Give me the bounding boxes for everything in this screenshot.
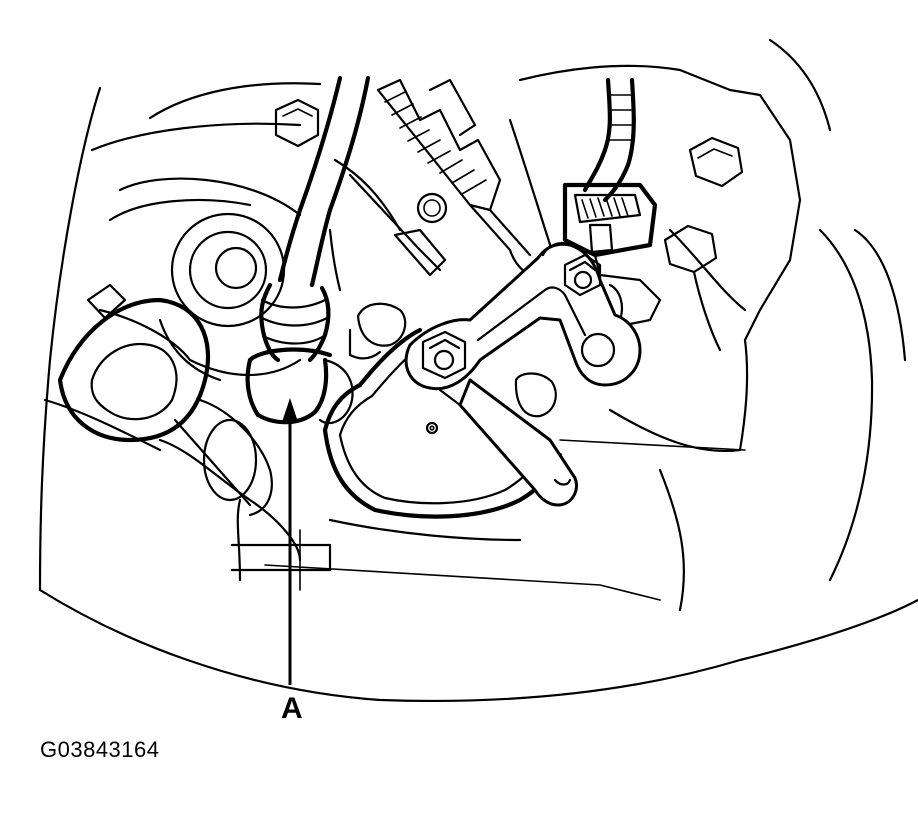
left-bracket — [43, 283, 302, 562]
shift-cable-boot — [333, 78, 542, 282]
bolt-top-right — [688, 136, 744, 188]
bolt-center — [416, 192, 448, 224]
control-lever — [404, 241, 642, 507]
bolt-top-center — [274, 98, 320, 148]
transmission-case — [38, 38, 918, 703]
case-boss — [108, 177, 302, 382]
callout-label-a: A — [281, 692, 303, 725]
bolt-right — [663, 224, 722, 352]
figure-id: G03843164 — [40, 737, 160, 762]
breather-hose — [245, 75, 382, 425]
callout-leader-a — [282, 398, 298, 685]
wiring-harness — [582, 77, 636, 203]
